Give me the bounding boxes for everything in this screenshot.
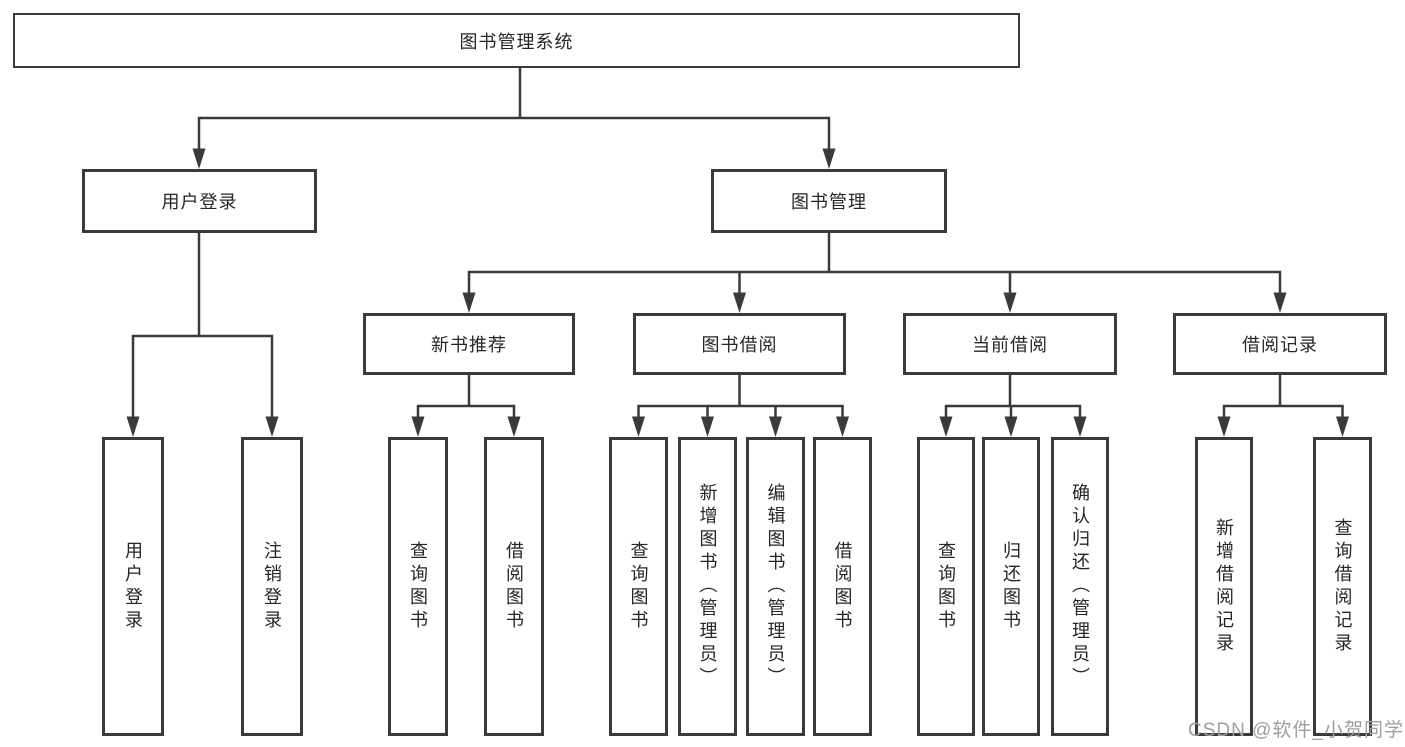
- node-leaf-user-login: 用户登录: [102, 437, 164, 736]
- node-leaf-borrow-books-2: 借阅图书: [813, 437, 872, 736]
- node-current-borrow: 当前借阅: [903, 313, 1117, 375]
- node-leaf-query-books-1: 查询图书: [388, 437, 448, 736]
- node-leaf-add-books-admin: 新增图书（管理员）: [678, 437, 737, 736]
- node-user-login: 用户登录: [82, 169, 317, 233]
- node-book-management: 图书管理: [711, 169, 947, 233]
- node-new-book-recommend: 新书推荐: [363, 313, 575, 375]
- node-leaf-query-books-2: 查询图书: [609, 437, 668, 736]
- node-leaf-logout: 注销登录: [241, 437, 303, 736]
- node-book-borrow: 图书借阅: [633, 313, 846, 375]
- node-leaf-add-borrow-record: 新增借阅记录: [1195, 437, 1253, 736]
- node-leaf-query-books-3: 查询图书: [917, 437, 975, 736]
- csdn-watermark: CSDN @软件_小贺同学: [1188, 720, 1404, 741]
- arrowheads: [126, 148, 1349, 437]
- node-leaf-query-borrow-record: 查询借阅记录: [1313, 437, 1372, 736]
- node-library-management-system: 图书管理系统: [13, 13, 1020, 68]
- node-leaf-confirm-return-admin: 确认归还（管理员）: [1051, 437, 1109, 736]
- node-leaf-return-books: 归还图书: [982, 437, 1040, 736]
- node-leaf-edit-books-admin: 编辑图书（管理员）: [746, 437, 805, 736]
- node-borrow-records: 借阅记录: [1173, 313, 1387, 375]
- node-leaf-borrow-books-1: 借阅图书: [484, 437, 544, 736]
